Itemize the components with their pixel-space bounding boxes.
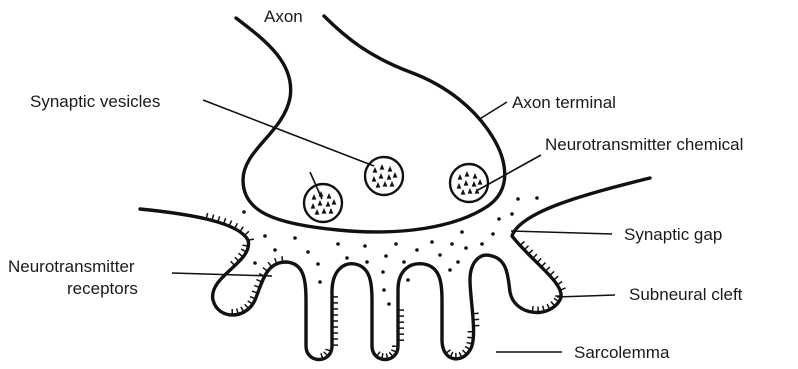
label-neurotransmitter-receptors-line1: Neurotransmitter <box>8 257 135 276</box>
label-neurotransmitter-receptors-line2: receptors <box>67 279 138 298</box>
label-synaptic-vesicles: Synaptic vesicles <box>30 92 160 111</box>
label-sarcolemma: Sarcolemma <box>574 343 670 362</box>
leader-synaptic-vesicles <box>203 100 374 166</box>
receptor-tick <box>528 250 532 254</box>
receptor-tick <box>376 352 380 357</box>
label-axon-terminal: Axon terminal <box>512 93 616 112</box>
vesicle-2 <box>365 157 403 195</box>
receptor-tick <box>550 271 554 275</box>
leader-synaptic-gap <box>511 231 612 234</box>
receptor-tick <box>446 350 451 354</box>
label-neurotransmitter-chemical: Neurotransmitter chemical <box>545 135 743 154</box>
receptor-tick <box>268 262 272 267</box>
receptor-tick <box>532 306 533 312</box>
label-subneural-cleft: Subneural cleft <box>629 285 743 304</box>
sarcolemma-membrane <box>140 178 650 360</box>
vesicle-3 <box>450 164 488 202</box>
receptor-tick <box>551 302 555 306</box>
synaptic-vesicles <box>304 157 488 222</box>
receptor-tick <box>541 263 545 267</box>
receptor-tick <box>524 246 528 250</box>
receptor-tick <box>238 253 243 257</box>
receptor-tick <box>520 241 524 245</box>
neurotransmitter-dots <box>242 196 539 306</box>
vesicle-1 <box>304 184 342 222</box>
receptor-tick <box>473 313 479 314</box>
receptor-tick <box>245 231 249 235</box>
receptor-tick <box>533 254 537 258</box>
receptor-tick <box>245 304 249 308</box>
sarcolemma-outline <box>140 178 650 360</box>
leader-subneural-cleft <box>557 295 615 297</box>
receptor-tick <box>554 276 559 280</box>
receptor-tick <box>231 261 235 265</box>
label-synaptic-gap: Synaptic gap <box>624 225 722 244</box>
label-axon: Axon <box>264 7 303 26</box>
leader-neurotransmitter-chemical <box>478 155 541 190</box>
receptor-tick <box>546 267 550 271</box>
receptor-tick <box>235 257 239 261</box>
leader-axon-terminal <box>478 102 507 120</box>
receptor-tick <box>282 256 283 262</box>
receptor-tick <box>324 352 328 356</box>
receptor-tick <box>537 258 541 262</box>
receptor-tick <box>462 350 466 354</box>
